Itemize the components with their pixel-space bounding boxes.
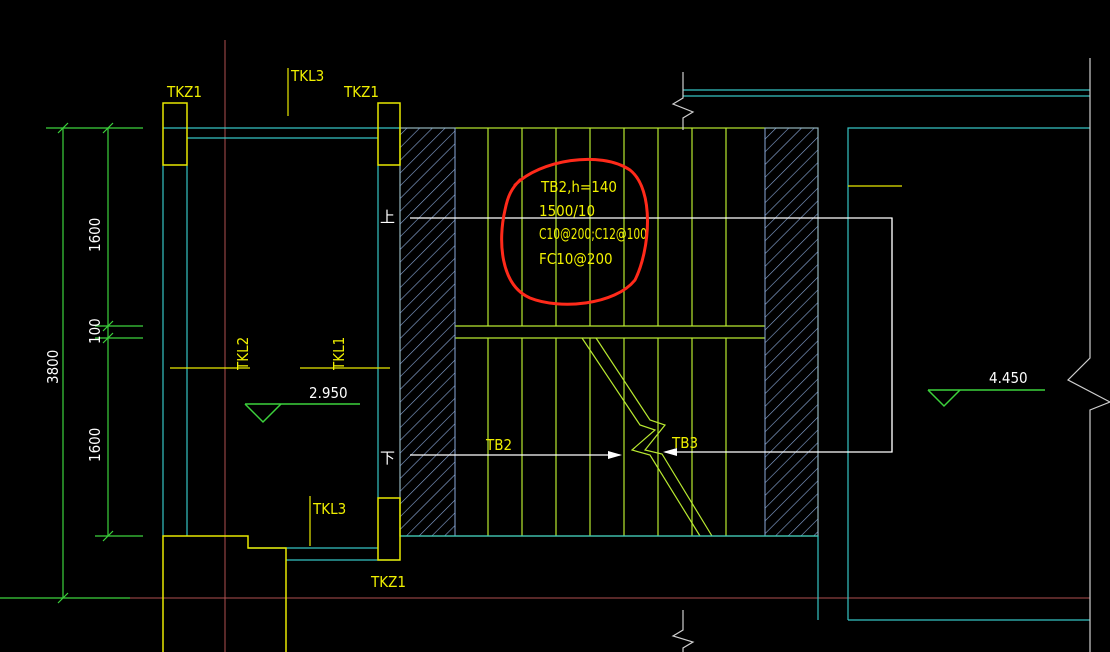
break-line-zigzag [581,337,701,537]
label-tb2: TB2 [485,436,512,454]
hatched-wall-left [399,127,456,537]
label-tkz1-top-left: TKZ1 [166,83,202,101]
column-tkz1-top-left [162,102,188,166]
highlight-circle [500,157,649,306]
up-arrowhead [663,448,677,456]
dim-text-bottom: 1600 [86,428,104,462]
elevation-markers [244,389,1045,424]
dim-tick [102,320,114,332]
column-bottom-left [162,535,287,652]
hatched-walls [399,127,819,537]
up-arrow-leader [410,217,893,453]
label-tkl3-top: TKL3 [290,67,324,85]
label-leaders [170,68,902,546]
dim-text-total: 3800 [44,350,62,384]
dimension-lines [0,122,143,604]
columns [162,102,401,652]
break-line-zigzag-2 [595,337,713,537]
hatched-wall-right [764,127,819,537]
annotation-line-1: TB2,h=140 [540,178,617,196]
dim-tick [57,592,69,604]
reinforcement-annotation: TB2,h=140 1500/10 C10@200;C12@100 FC10@2… [539,178,647,268]
annotation-line-3: C10@200;C12@100 [539,225,647,243]
label-tkz1-bottom: TKZ1 [370,573,406,591]
dim-tick [57,122,69,134]
break-lines [671,58,1110,652]
arrowheads [608,448,677,459]
break-line-right [1066,58,1110,652]
right-room-outline [847,127,1090,620]
break-line-top [671,72,695,130]
stair-treads [399,127,819,537]
annotation-line-4: FC10@200 [539,250,613,268]
label-tb3: TB3 [671,434,698,452]
dim-tick [102,332,114,344]
annotation-line-2: 1500/10 [539,202,595,220]
dim-text-top: 1600 [86,218,104,252]
elevation-triangle-left [244,403,282,424]
label-tkl1: TKL1 [330,337,348,371]
dim-tick [102,530,114,542]
leader-lines [410,217,893,456]
break-line-bottom [671,610,695,652]
label-tkl2: TKL2 [234,337,252,371]
elevation-left-value: 2.950 [309,384,348,402]
elevation-triangle-right [927,389,961,408]
stair-up-mark: 上 [380,208,395,226]
stair-down-mark: 下 [380,449,395,467]
axis-lines [0,40,1090,652]
column-tkz1-top-right [377,102,401,166]
dim-text-middle: 100 [86,318,104,344]
label-tkl3-bottom: TKL3 [312,500,346,518]
label-tkz1-top-right: TKZ1 [343,83,379,101]
down-arrowhead [608,451,622,459]
dim-tick [102,122,114,134]
column-tkz1-bottom-right [377,497,401,561]
elevation-right-value: 4.450 [989,369,1028,387]
